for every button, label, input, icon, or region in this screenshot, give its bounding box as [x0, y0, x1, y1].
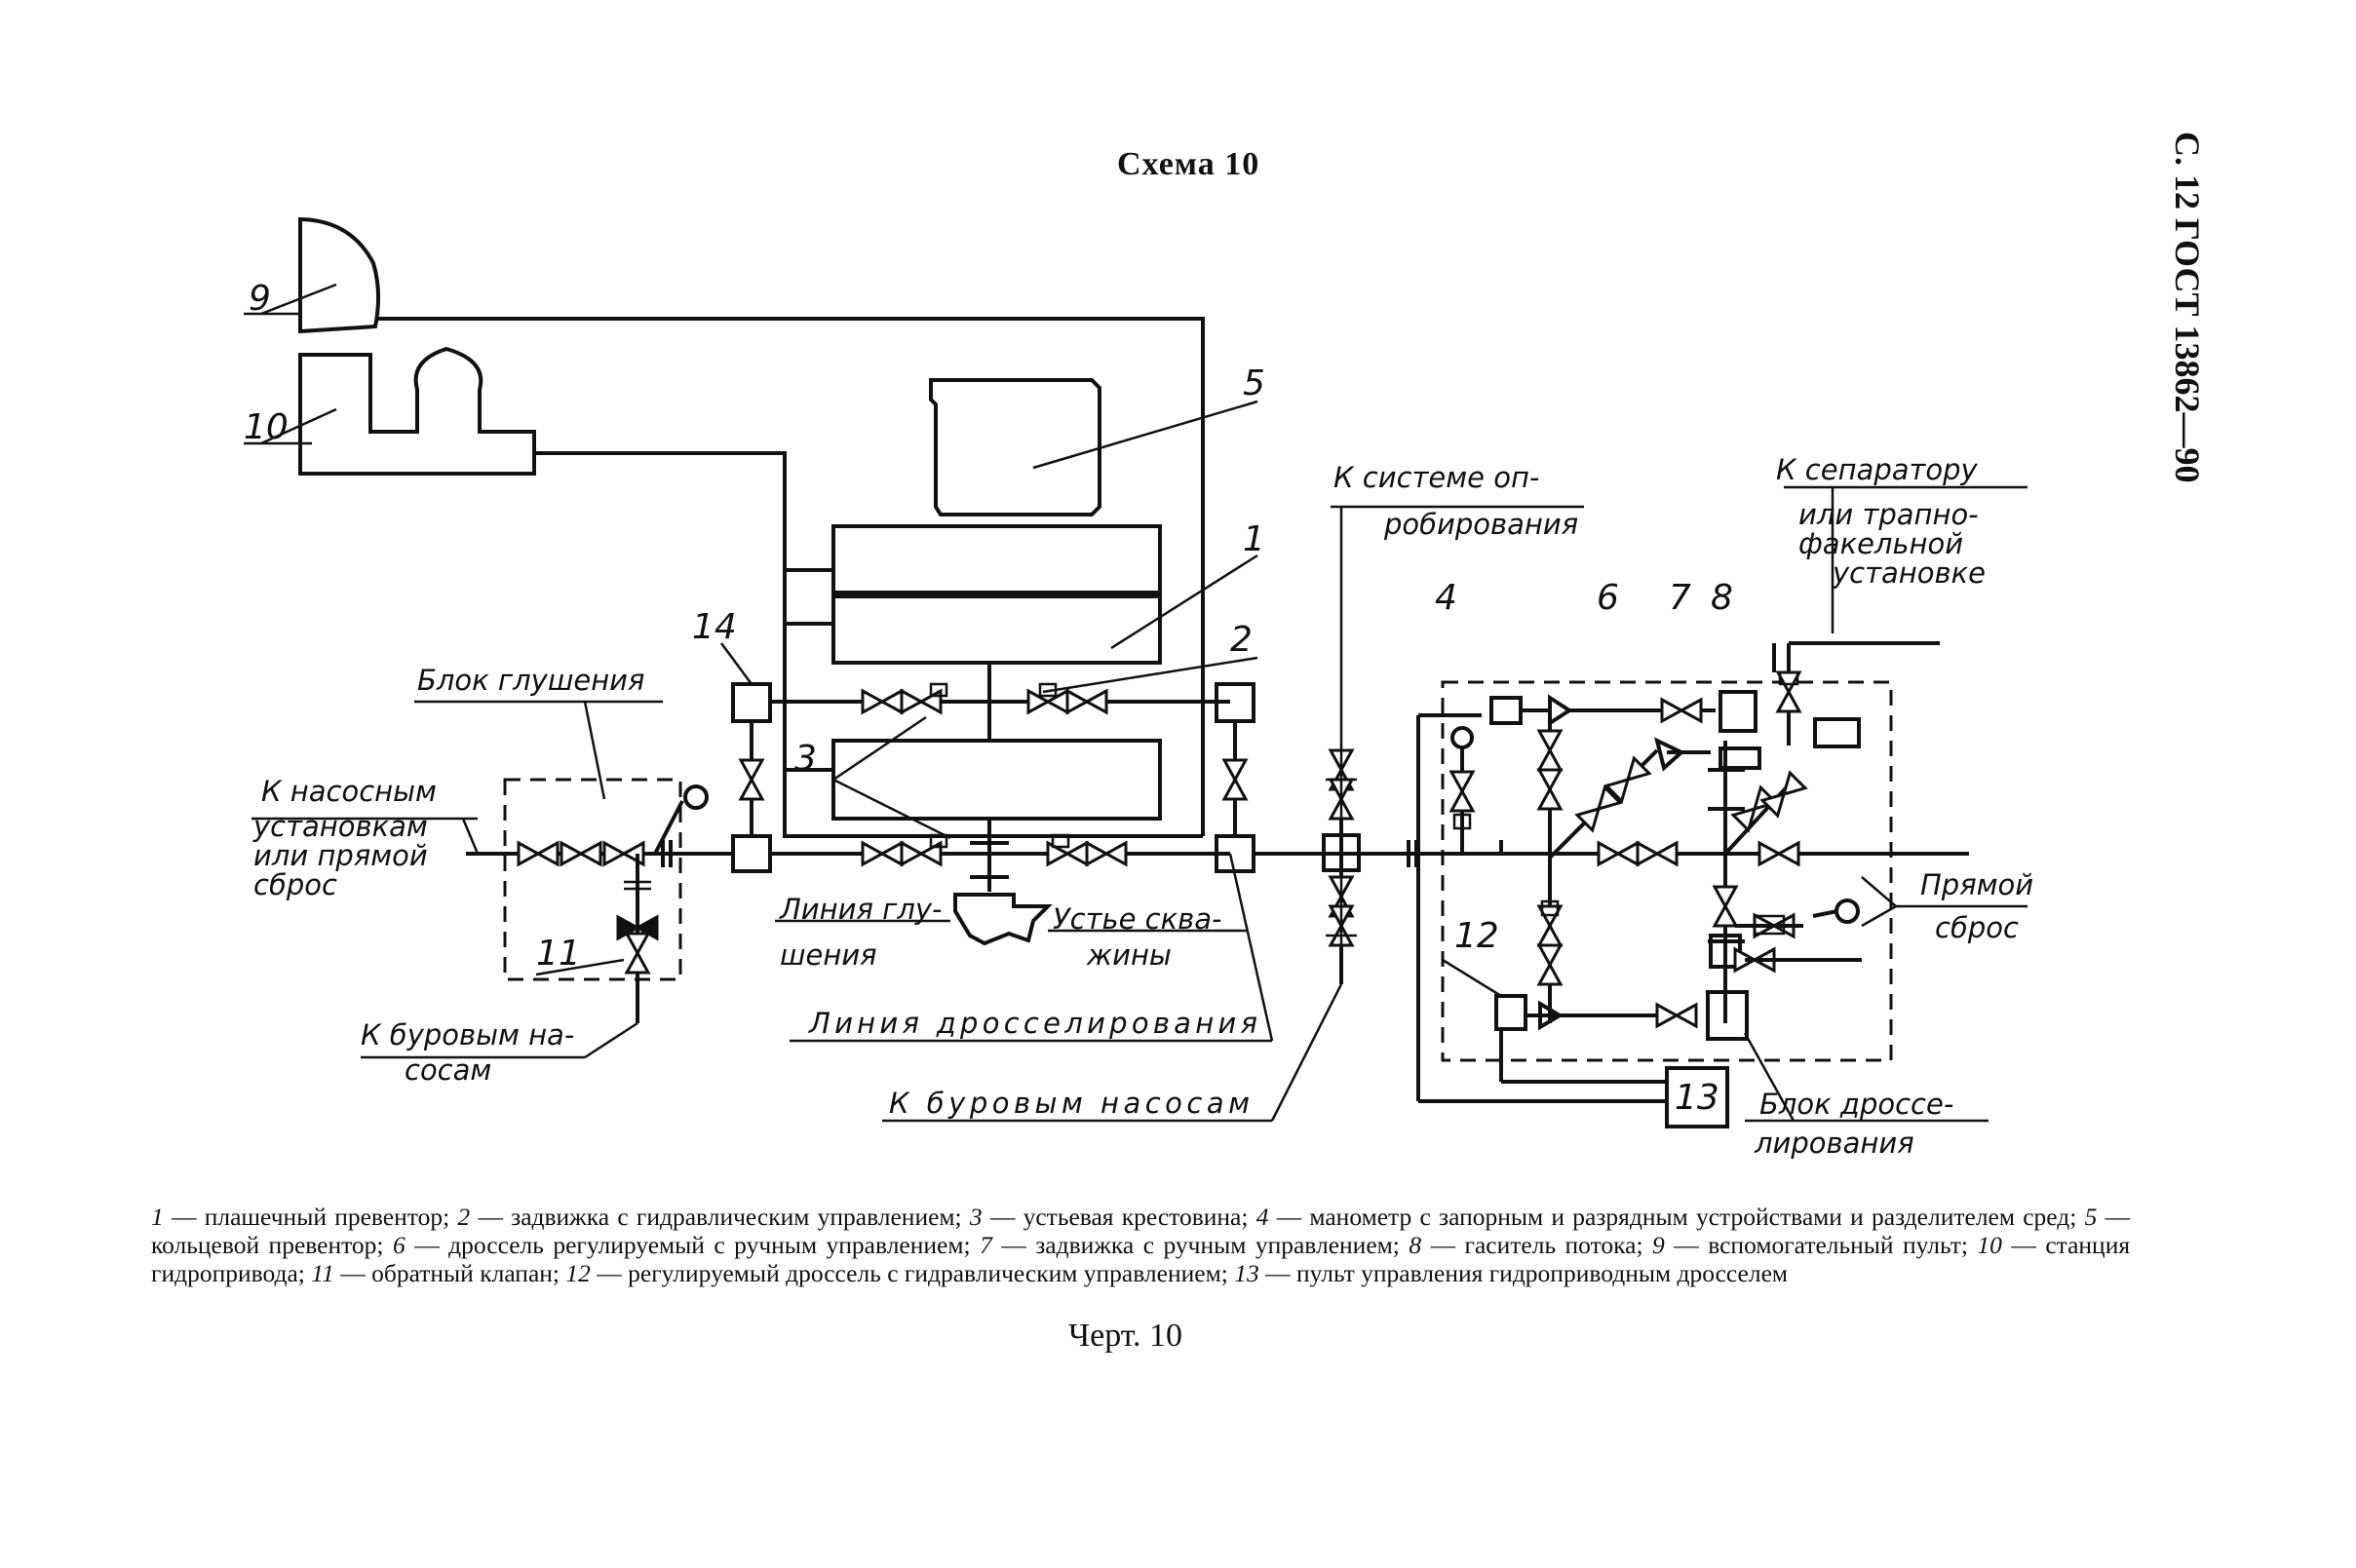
legend-item-6: 6 — дроссель регулируемый с ручным управ…: [392, 1231, 971, 1259]
label-7: 7: [1669, 578, 1691, 618]
label-kill-line-2: шения: [780, 938, 877, 972]
legend-item-9: 9 — вспомогательный пульт;: [1652, 1231, 1968, 1259]
hydraulic-station: [244, 346, 536, 476]
figure-caption: Черт. 10: [1068, 1318, 1183, 1354]
wellhead: [953, 893, 1053, 946]
label-13: 13: [1675, 1078, 1719, 1118]
label-to-drill-pumps-bottom: К буровым насосам: [889, 1087, 1250, 1120]
legend-item-4: 4 — манометр с запорным и разрядным устр…: [1255, 1203, 2077, 1231]
legend-item-13: 13 — пульт управления гидроприводным дро…: [1234, 1259, 1789, 1287]
legend-item-1: 1 — плашечный превентор;: [151, 1203, 450, 1231]
label-to-separator-2: или трапно-: [1798, 498, 1979, 531]
label-5: 5: [1243, 363, 1265, 403]
legend-item-12: 12 — регулируемый дроссель с гидравличес…: [565, 1259, 1228, 1287]
label-2: 2: [1230, 620, 1253, 660]
label-3: 3: [794, 739, 817, 779]
label-4: 4: [1435, 578, 1457, 618]
legend-item-10: 10 — станция гидропривода;: [151, 1231, 2131, 1287]
label-block-choke-1: Блок дроссе-: [1759, 1088, 1953, 1121]
label-to-separator-4: установке: [1832, 556, 1986, 590]
choke-block-outline: [1441, 680, 1893, 1062]
label-9: 9: [249, 279, 271, 319]
label-14: 14: [692, 607, 737, 647]
auxiliary-panel: [244, 216, 381, 334]
annular-preventer: [929, 378, 1258, 516]
label-wellhead-2: жины: [1086, 938, 1172, 972]
legend-item-5: 5 — кольцевой превентор;: [151, 1203, 2131, 1259]
label-to-separator-1: К сепаратору: [1776, 453, 1979, 486]
label-8: 8: [1711, 578, 1733, 618]
label-block-choke-2: лирования: [1754, 1127, 1914, 1160]
label-direct-discharge-2: сброс: [1935, 911, 2019, 944]
label-block-kill: Блок глушения: [417, 664, 644, 697]
label-wellhead-1: Устье сква-: [1053, 902, 1221, 936]
label-to-drill-pumps-left-2: сосам: [405, 1053, 491, 1087]
label-12: 12: [1454, 916, 1499, 956]
kill-block-outline: [503, 778, 682, 981]
label-direct-discharge-1: Прямой: [1920, 868, 2033, 901]
label-to-test-system-2: робирования: [1383, 508, 1578, 541]
label-11: 11: [536, 934, 581, 974]
label-to-test-system-1: К системе оп-: [1333, 461, 1539, 494]
label-kill-line-1: Линия глу-: [779, 893, 943, 926]
label-10: 10: [244, 407, 289, 447]
legend-item-2: 2 — задвижка с гидравлическим управление…: [457, 1203, 962, 1231]
label-choke-line: Линия дросселирования: [808, 1007, 1257, 1040]
label-to-separator-3: факельной: [1798, 527, 1963, 560]
label-to-pump-units-1: К насосным: [261, 775, 437, 808]
scheme-title: Схема 10: [1117, 146, 1260, 182]
legend-item-7: 7 — задвижка с ручным управлением;: [980, 1231, 1400, 1259]
label-to-pump-units-3: или прямой: [253, 839, 428, 872]
legend-item-8: 8 — гаситель потока;: [1409, 1231, 1643, 1259]
label-to-drill-pumps-left-1: К буровым на-: [361, 1018, 574, 1052]
choke-control-panel: [1665, 1066, 1729, 1128]
label-1: 1: [1243, 519, 1265, 559]
legend-item-11: 11 — обратный клапан;: [311, 1259, 560, 1287]
label-to-pump-units-2: установкам: [252, 810, 428, 843]
label-6: 6: [1597, 578, 1619, 618]
legend-item-3: 3 — устьевая крестовина;: [969, 1203, 1249, 1231]
legend: 1 — плашечный превентор; 2 — задвижка с …: [151, 1203, 2130, 1287]
label-to-pump-units-4: сброс: [253, 868, 337, 901]
